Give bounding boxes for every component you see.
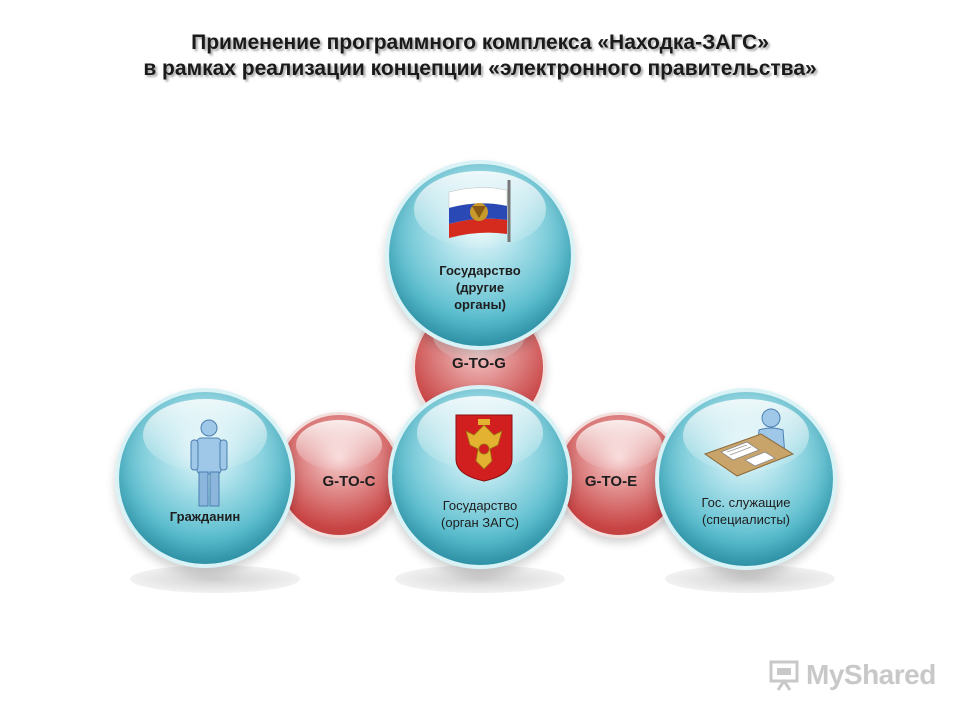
title-line-2: в рамках реализации концепции «электронн… xyxy=(143,57,817,80)
node-citizen-label: Гражданин xyxy=(169,509,241,524)
connector-g2c-label: G-TO-C xyxy=(322,473,376,490)
page-title: Применение программного комплекса «Наход… xyxy=(0,30,960,82)
title-line-1: Применение программного комплекса «Наход… xyxy=(191,31,769,54)
person-icon xyxy=(190,419,228,507)
brand-text: MyShared xyxy=(806,659,936,690)
shadow-left xyxy=(130,565,300,593)
node-registry-office-label: Государство (орган ЗАГС) xyxy=(441,498,519,530)
coat-of-arms-icon xyxy=(455,414,513,482)
brand-watermark: MyShared xyxy=(768,655,936,695)
clerk-at-desk-icon xyxy=(703,408,795,477)
node-civil-servants-label: Гос. служащие (специалисты) xyxy=(701,495,791,527)
node-registry-office: Государство (орган ЗАГС) xyxy=(388,385,572,569)
node-citizen: Гражданин xyxy=(115,388,295,568)
presentation-board-icon xyxy=(769,660,799,691)
node-other-government-label: Государство (другие органы) xyxy=(439,263,521,312)
connector-g2e-label: G-TO-E xyxy=(584,473,638,490)
node-other-government: Государство (другие органы) xyxy=(385,160,575,350)
node-civil-servants: Гос. служащие (специалисты) xyxy=(655,388,837,570)
russian-flag-icon xyxy=(448,180,511,242)
connector-g2g-label: G-TO-G xyxy=(452,355,506,372)
connector-g2c: G-TO-C xyxy=(276,412,402,538)
shadow-center xyxy=(395,565,565,593)
